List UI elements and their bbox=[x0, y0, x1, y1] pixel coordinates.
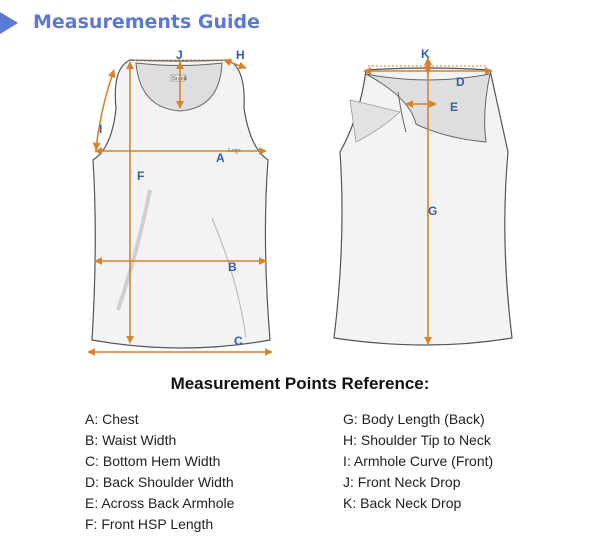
label-c: C bbox=[234, 334, 243, 348]
reference-item: J: Front Neck Drop bbox=[343, 474, 461, 490]
front-shading-left bbox=[116, 189, 152, 311]
label-b: B bbox=[228, 260, 237, 274]
reference-item: I: Armhole Curve (Front) bbox=[343, 453, 494, 469]
label-f: F bbox=[137, 169, 144, 183]
reference-item: D: Back Shoulder Width bbox=[85, 474, 234, 490]
header-arrow-icon bbox=[0, 12, 18, 34]
reference-item: A: Chest bbox=[85, 411, 139, 427]
label-a: A bbox=[216, 151, 225, 165]
reference-item: C: Bottom Hem Width bbox=[85, 453, 221, 469]
measurement-arrows bbox=[87, 57, 493, 356]
reference-item: G: Body Length (Back) bbox=[343, 411, 485, 427]
reference-list-right: G: Body Length (Back) H: Shoulder Tip to… bbox=[343, 409, 493, 514]
back-tank-top bbox=[333, 67, 513, 346]
reference-item: H: Shoulder Tip to Neck bbox=[343, 432, 491, 448]
front-fold-right bbox=[211, 217, 247, 339]
front-tank-top: Brand Logo bbox=[91, 59, 271, 349]
arrow-h bbox=[223, 58, 247, 70]
label-h: H bbox=[236, 48, 245, 62]
arrow-i bbox=[92, 69, 116, 151]
label-j: J bbox=[176, 48, 183, 62]
measurement-diagram: Brand Logo A B C D E F G H I J K bbox=[87, 47, 513, 356]
label-k: K bbox=[421, 47, 430, 61]
reference-item: B: Waist Width bbox=[85, 432, 177, 448]
reference-title: Measurement Points Reference: bbox=[170, 374, 430, 393]
label-g: G bbox=[428, 204, 437, 218]
page-title: Measurements Guide bbox=[33, 11, 261, 33]
reference-item: F: Front HSP Length bbox=[85, 516, 214, 532]
label-e: E bbox=[450, 100, 458, 114]
back-armhole-seam bbox=[397, 91, 407, 133]
reference-item: E: Across Back Armhole bbox=[85, 495, 235, 511]
reference-item: K: Back Neck Drop bbox=[343, 495, 462, 511]
label-i: I bbox=[99, 122, 102, 136]
label-d: D bbox=[456, 75, 465, 89]
reference-list-left: A: Chest B: Waist Width C: Bottom Hem Wi… bbox=[85, 409, 234, 535]
back-armhole-shadow bbox=[349, 99, 401, 143]
